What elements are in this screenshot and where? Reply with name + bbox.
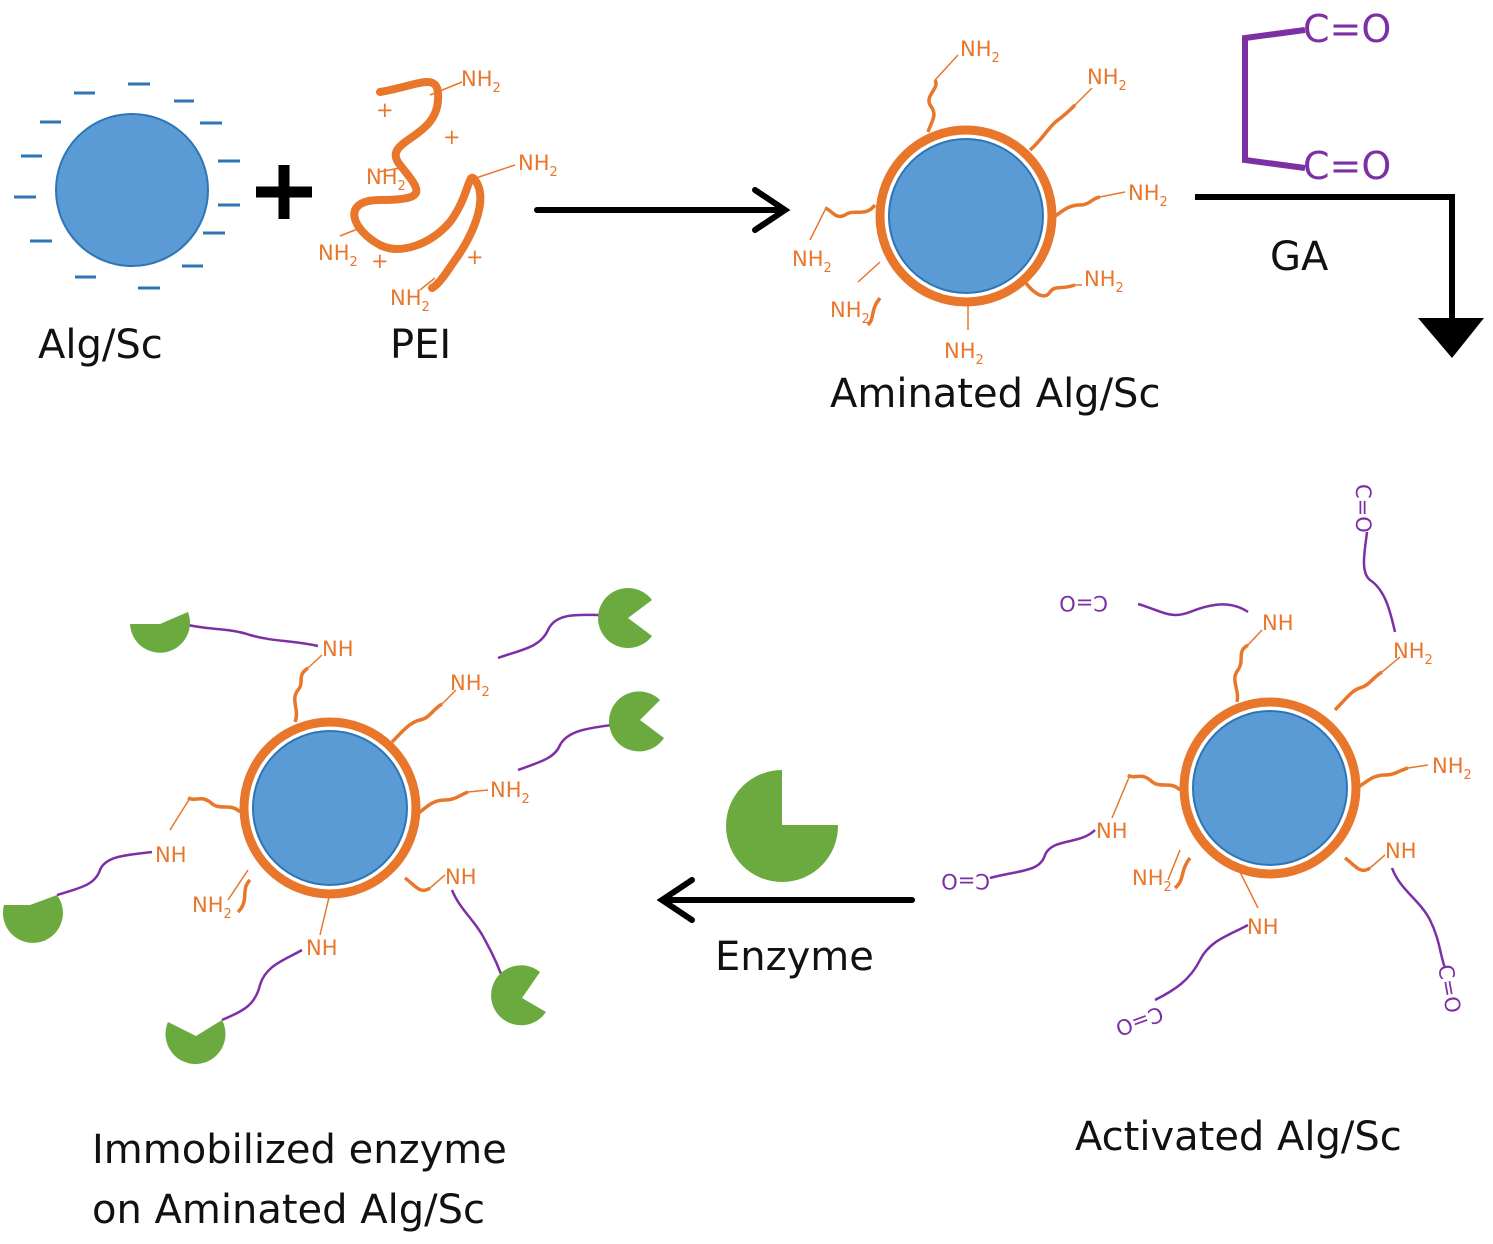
enzyme-icon: [491, 965, 546, 1026]
alg-sc-bead: [55, 113, 209, 267]
ga-carbonyl-top: C=O: [1303, 7, 1391, 51]
enzyme-icon: [726, 770, 839, 882]
glutaraldehyde-structure: C=O C=O: [1242, 7, 1391, 188]
alg-sc-bead-group: [14, 82, 240, 290]
immobilized-nh-2: NH: [155, 843, 187, 867]
enzyme-icon: [130, 612, 190, 653]
enzyme-icon: [608, 691, 664, 752]
activated-nh-1: NH: [1262, 611, 1294, 635]
activated-nh-2: NH: [1096, 819, 1128, 843]
immobilized-enzymes: [2, 588, 664, 1065]
ga-carbonyl-bottom: C=O: [1303, 144, 1391, 188]
immobilized-bead-core: [252, 730, 408, 886]
alg-sc-label: Alg/Sc: [38, 322, 163, 368]
svg-text:+: +: [376, 98, 394, 122]
activated-label: Activated Alg/Sc: [1075, 1114, 1402, 1160]
pei-polymer: + + + +: [318, 67, 558, 315]
svg-text:+: +: [371, 249, 389, 273]
enzyme-icon: [597, 588, 652, 649]
ga-arrow: [1195, 194, 1484, 358]
svg-text:+: +: [443, 125, 461, 149]
immobilized-nh-4: NH: [306, 936, 338, 960]
activated-co-2: C=O: [1351, 484, 1375, 533]
pei-charges: + + + +: [371, 98, 484, 273]
aminated-bead-core: [888, 138, 1044, 294]
aminated-label: Aminated Alg/Sc: [830, 371, 1160, 417]
ga-label: GA: [1270, 234, 1329, 280]
activated-co-4: C=O: [1112, 1001, 1166, 1040]
plus-sign: [256, 165, 312, 219]
activated-co-3: C=O: [941, 869, 990, 893]
enzyme-arrow: [656, 877, 915, 923]
pei-label: PEI: [390, 322, 451, 368]
immobilized-label-line2: on Aminated Alg/Sc: [92, 1187, 485, 1233]
immobilized-bead-group: NH NH NH NH: [2, 588, 664, 1065]
activated-co-1: C=O: [1059, 591, 1108, 615]
activated-bead-group: NH NH NH NH C=O C=O C=O C=O C=O: [941, 484, 1472, 1041]
activated-nh-4: NH: [1247, 915, 1279, 939]
activated-co-5: C=O: [1433, 963, 1465, 1015]
activated-nh-3: NH: [1385, 839, 1417, 863]
enzyme-icon: [165, 1020, 226, 1065]
aminated-bead-group: [792, 37, 1168, 368]
immobilized-label-line1: Immobilized enzyme: [92, 1127, 507, 1173]
negative-charges: [14, 82, 240, 290]
arrow-to-aminated: [534, 187, 791, 233]
enzyme-icon: [2, 895, 63, 943]
svg-text:+: +: [466, 245, 484, 269]
immobilized-nh-3: NH: [445, 865, 477, 889]
immobilized-nh-1: NH: [322, 637, 354, 661]
enzyme-label: Enzyme: [715, 934, 874, 980]
activated-bead-core: [1192, 710, 1348, 866]
